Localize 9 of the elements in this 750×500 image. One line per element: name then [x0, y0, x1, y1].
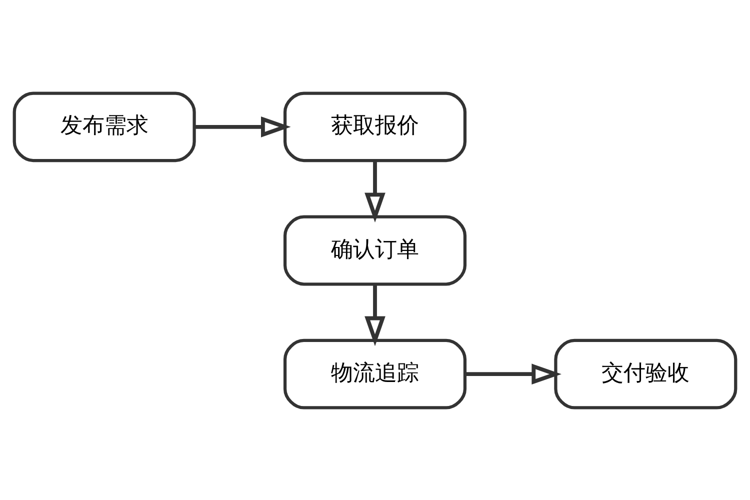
arrow [465, 363, 562, 384]
arrow [364, 284, 386, 346]
arrow [194, 116, 291, 137]
node-box: 物流追踪 [283, 338, 467, 409]
node-box: 获取报价 [283, 91, 467, 162]
node-box: 交付验收 [554, 338, 738, 409]
arrow [364, 160, 386, 222]
node-box: 确认订单 [283, 214, 467, 286]
node-box: 发布需求 [12, 91, 196, 162]
